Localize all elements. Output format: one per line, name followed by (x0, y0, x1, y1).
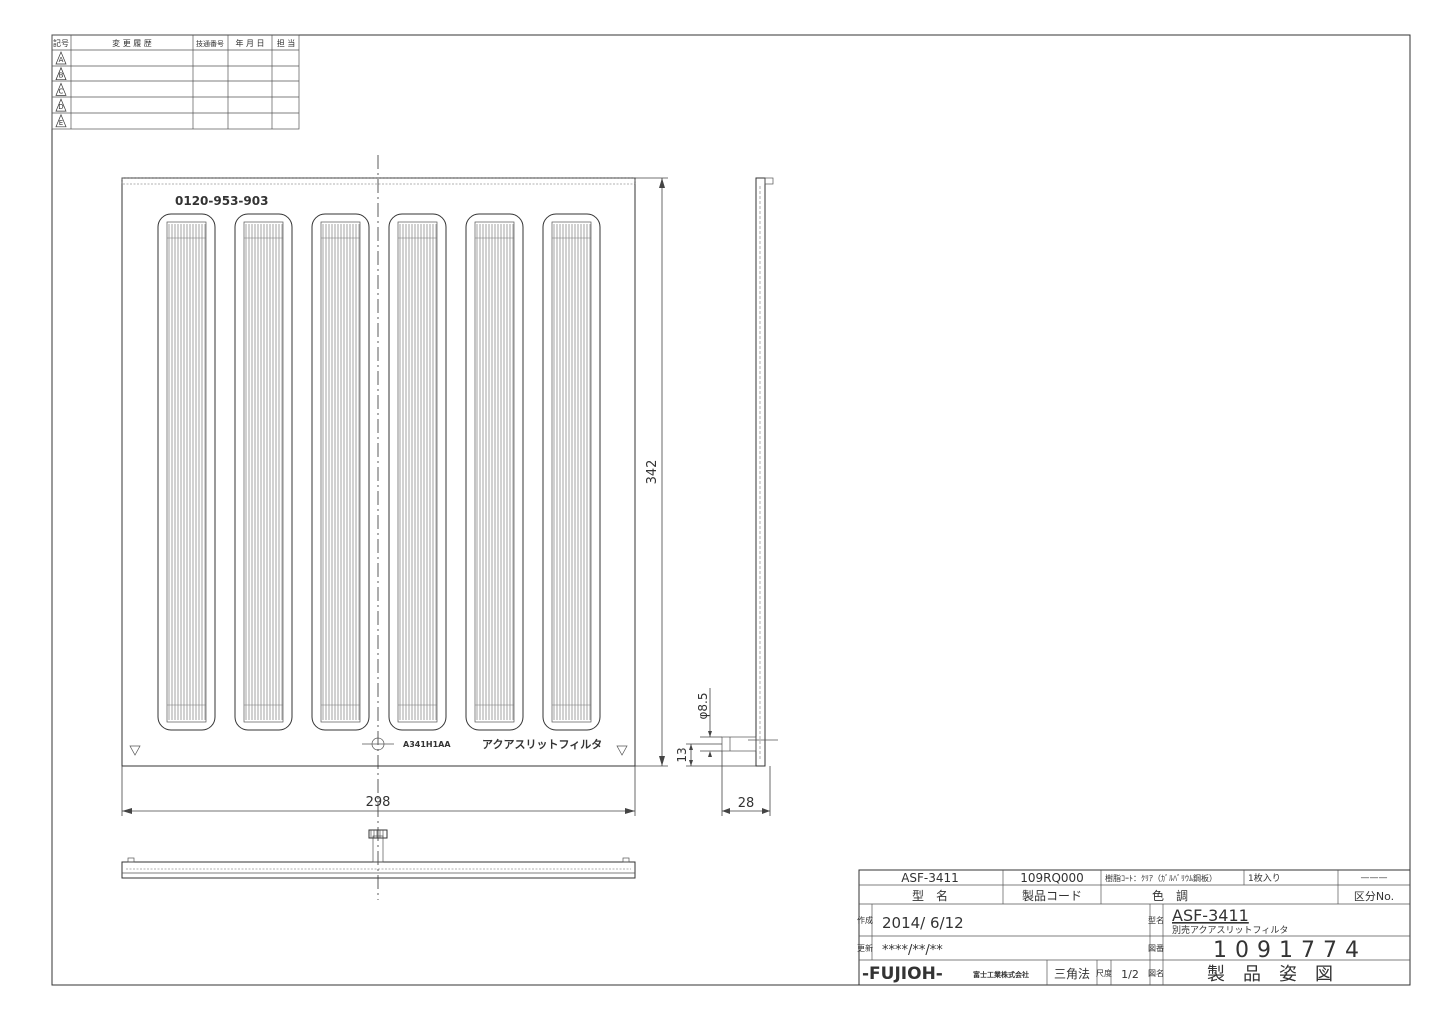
product-text: アクアスリットフィルタ (482, 738, 602, 751)
corner-triangle-left (129, 745, 141, 756)
bottom-plate (121, 861, 636, 879)
rev-mark-e: E (55, 113, 67, 128)
rev-header-history: 変 更 履 歴 (112, 38, 152, 48)
rev-mark-letter: D (58, 103, 63, 111)
tb-scale-label: 尺度 (1096, 968, 1112, 978)
tb-product-code: 109RQ000 (1020, 871, 1084, 885)
rev-header-tech-no: 技通番号 (196, 39, 224, 48)
part-code: A341H1AA (403, 740, 451, 749)
bottom-knob (372, 835, 384, 863)
tb-created-label: 作成 (857, 915, 873, 925)
rev-mark-c: C (55, 82, 67, 96)
tb-kubun-value: ——— (1361, 873, 1388, 883)
tb-color-desc: 樹脂ｺｰﾄ：ｸﾘｱ（ｶﾞﾙﾊﾞﾘｳﾑ鋼板） (1105, 873, 1217, 883)
rev-header-person: 担 当 (277, 38, 296, 48)
tb-projection: 三角法 (1054, 967, 1090, 981)
filter-slot (465, 213, 524, 731)
tb-scale-value: 1/2 (1121, 968, 1139, 981)
side-view: 13 φ8.5 28 (675, 177, 778, 816)
rev-mark-letter: C (59, 87, 64, 95)
rev-mark-letter: E (59, 119, 63, 127)
dim-height: 342 (645, 460, 660, 485)
dim-depth: 28 (738, 796, 755, 811)
dim-width: 298 (366, 795, 391, 810)
tb-quantity: 1枚入り (1248, 872, 1281, 884)
filter-slot (388, 213, 447, 731)
rev-mark-d: D (55, 98, 67, 112)
rev-mark-letter: B (59, 72, 64, 80)
sheet-border (51, 34, 1411, 986)
bottom-view (121, 829, 636, 879)
corner-triangle-right (616, 745, 628, 756)
rev-mark-a: A (55, 51, 67, 65)
phone-number: 0120-953-903 (175, 194, 268, 208)
rev-mark-b: B (55, 66, 67, 81)
tb-drawing-name: 製 品 姿 図 (1207, 964, 1333, 985)
front-view: 0120-953-903 A341H1AA アクアスリットフィルタ 298 34… (121, 155, 668, 900)
tb-updated-label: 更新 (857, 943, 873, 953)
tb-model2: ASF-3411 (1172, 906, 1249, 925)
tb-label-kubun: 区分No. (1354, 890, 1394, 903)
tb-updated-date: ****/**/** (882, 943, 943, 958)
tb-model-desc: 別売アクアスリットフィルタ (1172, 924, 1288, 936)
tb-label-code: 製品コード (1022, 889, 1082, 903)
tb-drawing-no: 1091774 (1213, 938, 1367, 963)
tb-zumei-label: 図名 (1148, 968, 1164, 978)
tb-created-date: 2014/ 6/12 (882, 914, 964, 932)
rev-header-date: 年 月 日 (235, 38, 264, 48)
tb-company-logo: -FUJIOH- (862, 964, 943, 984)
filter-slot (157, 213, 216, 731)
filter-slot (234, 213, 293, 731)
dim-knob-offset: 13 (675, 747, 689, 762)
tb-model: ASF-3411 (901, 871, 959, 885)
tb-katamei-label: 型名 (1148, 915, 1164, 925)
side-knob (721, 736, 757, 752)
tb-label-model: 型 名 (912, 888, 948, 903)
dim-knob-dia: φ8.5 (696, 693, 710, 720)
title-block: ASF-3411 109RQ000 樹脂ｺｰﾄ：ｸﾘｱ（ｶﾞﾙﾊﾞﾘｳﾑ鋼板） … (857, 869, 1411, 986)
tb-zuban-label: 図番 (1148, 943, 1164, 953)
side-plate (755, 177, 766, 767)
filter-slot (311, 213, 370, 731)
tb-company-name: 富士工業株式会社 (973, 970, 1029, 979)
filter-slot (542, 213, 601, 731)
rev-header-mark: 記号 (53, 38, 69, 48)
rev-mark-letter: A (59, 56, 64, 64)
tb-label-color: 色 調 (1152, 889, 1188, 903)
